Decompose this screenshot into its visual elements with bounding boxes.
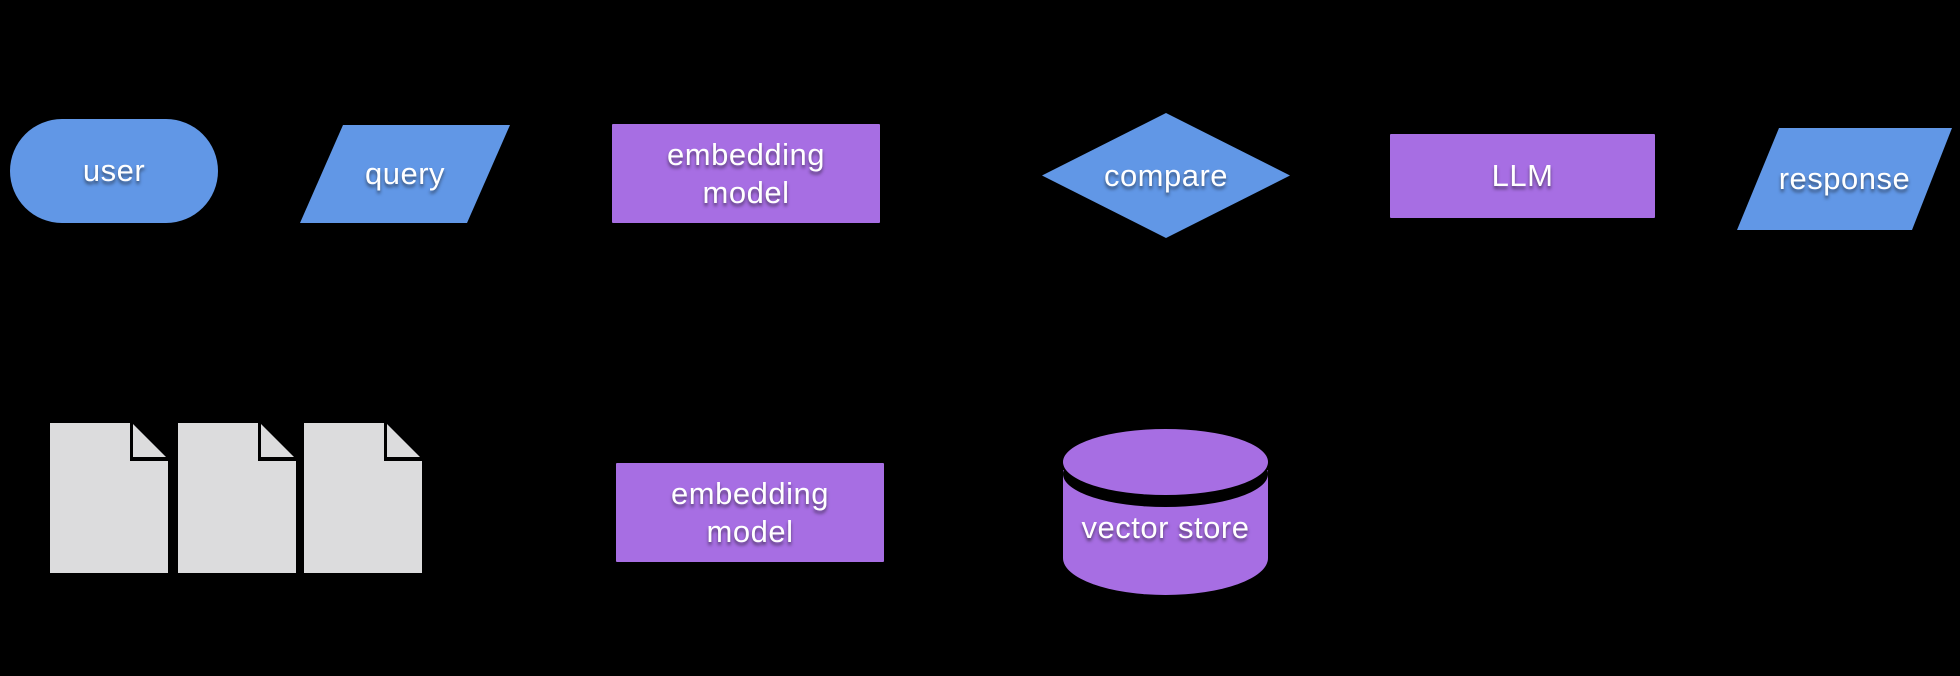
cylinder-top <box>1063 429 1268 495</box>
document-icon <box>178 423 296 573</box>
node-user: user <box>10 119 218 223</box>
parallelogram-shape <box>300 125 510 223</box>
node-embedding-model-top: embedding model <box>612 124 880 223</box>
node-compare: compare <box>1042 113 1290 238</box>
parallelogram-fill <box>1737 128 1952 230</box>
node-query-label: query <box>364 156 446 192</box>
node-compare-label: compare <box>1103 157 1229 193</box>
document-page <box>50 423 168 573</box>
node-response: response <box>1737 128 1952 230</box>
document-icon <box>50 423 168 573</box>
node-llm-label: LLM <box>1491 158 1554 194</box>
diamond-fill <box>1042 113 1290 238</box>
parallelogram-fill <box>300 125 510 223</box>
documents-group <box>50 423 422 573</box>
diamond-shape <box>1042 113 1290 238</box>
document-page <box>178 423 296 573</box>
node-llm: LLM <box>1390 134 1655 218</box>
node-response-label: response <box>1778 161 1911 197</box>
cylinder-shape <box>1063 429 1268 595</box>
node-embedding-model-bottom: embedding model <box>616 463 884 562</box>
node-user-label: user <box>82 153 146 189</box>
node-embedding-model-bottom-label: embedding model <box>671 475 829 549</box>
node-embedding-model-top-label: embedding model <box>667 136 825 210</box>
document-fold <box>133 424 166 457</box>
node-query: query <box>300 125 510 223</box>
document-fold <box>261 424 294 457</box>
document-fold <box>387 424 420 457</box>
document-icon <box>304 423 422 573</box>
node-vector-store-label: vector store <box>1081 509 1250 545</box>
document-page <box>304 423 422 573</box>
node-vector-store: vector store <box>1063 429 1268 596</box>
parallelogram-shape <box>1737 128 1952 230</box>
